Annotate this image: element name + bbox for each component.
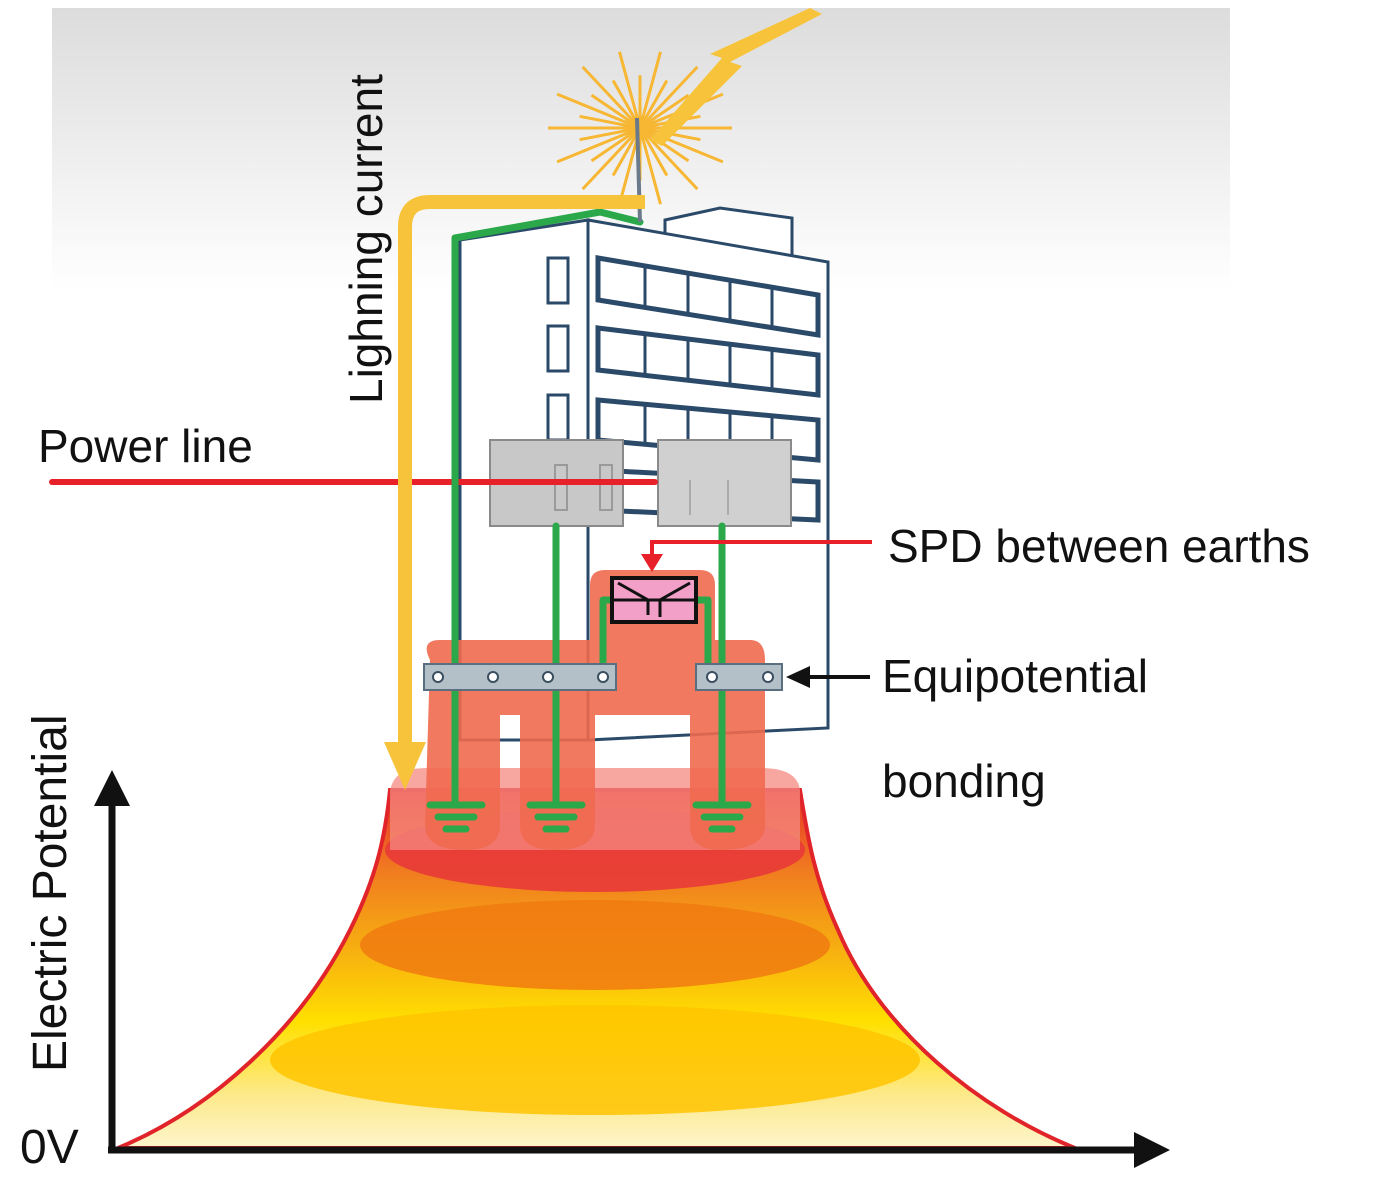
equipotential-label: Equipotential: [882, 650, 1148, 702]
y-axis-label: Electric Potential: [24, 715, 77, 1073]
window-row: [595, 325, 821, 398]
bonding-bars: [423, 663, 783, 691]
burst-ray: [638, 126, 699, 191]
bonding-bar-left: [423, 663, 617, 691]
burst-ray: [579, 114, 641, 130]
x-axis-arrowhead: [1134, 1132, 1170, 1168]
side-window: [546, 256, 570, 305]
burst-ray: [581, 126, 642, 191]
ground-symbol: [692, 801, 752, 833]
burst-ray: [638, 65, 699, 130]
bonding-label: bonding: [882, 755, 1046, 807]
lightning-current-path: [384, 195, 645, 790]
burst-ray: [639, 93, 690, 130]
burst-ray: [638, 51, 662, 129]
spd-label: SPD between earths: [888, 520, 1310, 572]
burst-ray: [579, 126, 641, 142]
zero-volt-label: 0V: [20, 1121, 79, 1174]
lightning-strike: [548, 8, 822, 223]
bonding-zone: [425, 570, 765, 850]
burst-ray: [638, 79, 669, 129]
burst-ray: [581, 65, 642, 130]
lightning-current-arrowhead: [384, 742, 426, 790]
potential-ring-mid: [360, 900, 830, 990]
burst-ray: [638, 127, 662, 205]
lightning-bolt: [650, 8, 822, 146]
side-window: [546, 393, 570, 442]
y-axis-arrowhead: [94, 770, 130, 806]
burst-ray: [618, 51, 642, 129]
potential-mound: [117, 768, 1076, 1150]
spd-pointer: [641, 540, 872, 572]
side-window: [546, 324, 570, 373]
lightning-current-label: Lighning current: [340, 74, 392, 404]
spd-device: [610, 576, 698, 624]
burst-ray: [638, 127, 669, 177]
power-line-label: Power line: [38, 420, 253, 472]
burst-ray: [590, 126, 641, 163]
burst-ray: [639, 126, 724, 164]
building-distribution-box: [657, 439, 792, 527]
down-conductor: [451, 208, 644, 809]
burst-ray: [556, 126, 641, 164]
bonding-zone-shape: [425, 570, 765, 850]
lightning-current-line: [398, 195, 645, 748]
ground-symbol: [526, 801, 586, 833]
burst-ray: [639, 126, 690, 163]
potential-axes: [94, 770, 1170, 1168]
window-row: [595, 255, 821, 338]
burst-ray: [590, 93, 641, 130]
potential-ring-low: [270, 1005, 920, 1115]
bonding-pointer: [786, 666, 870, 688]
burst-ray: [556, 92, 641, 130]
ground-symbol: [426, 801, 486, 833]
